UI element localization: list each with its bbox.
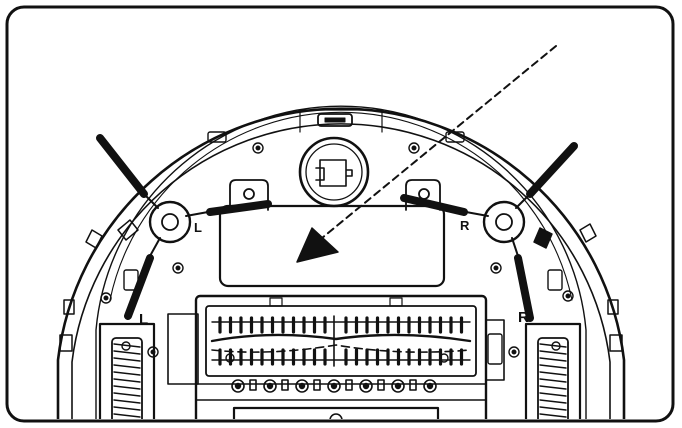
wheel-tread [113, 399, 141, 404]
robot-body-bumper-groove [95, 105, 587, 419]
boss-outer [423, 379, 437, 393]
wheel-tread [539, 392, 567, 397]
wheel-tread [113, 385, 141, 390]
wheel-tread [539, 357, 567, 362]
right-bumper-tabs [533, 223, 623, 352]
boss-inner [298, 382, 306, 390]
wheel-tread [539, 385, 567, 390]
bottom-screw-bosses [231, 379, 437, 393]
left-drive-wheel [98, 322, 156, 419]
boss-inner [394, 382, 402, 390]
boss-tab [377, 379, 385, 391]
boss-tab [409, 379, 417, 391]
boss-inner [426, 382, 434, 390]
boss-tab [345, 379, 353, 391]
wheel-tread [539, 406, 567, 411]
boss-inner [234, 382, 242, 390]
wheel-tread [113, 343, 141, 348]
wheel-tread [539, 399, 567, 404]
wheel-tread [113, 392, 141, 397]
wheel-tread [113, 378, 141, 383]
boss-inner [266, 382, 274, 390]
front-caster-wheel [298, 109, 383, 208]
boss-tab [281, 379, 289, 391]
right-arm-letter: R [518, 309, 529, 326]
wheel-tread [539, 378, 567, 383]
boss-tab [313, 379, 321, 391]
diagram-frame [5, 5, 675, 423]
boss-inner [330, 382, 338, 390]
boss-outer [359, 379, 373, 393]
boss-outer [391, 379, 405, 393]
wheel-tread [539, 364, 567, 369]
boss-outer [263, 379, 277, 393]
boss-outer [231, 379, 245, 393]
boss-outer [295, 379, 309, 393]
wheel-tread [539, 343, 567, 348]
wheel-tread [113, 371, 141, 376]
wheel-tread [539, 350, 567, 355]
left-side-brush [96, 134, 272, 320]
dust-bin-cover [218, 204, 446, 288]
direction-arrow [296, 45, 557, 263]
left-arm-letter: L [139, 311, 148, 328]
right-brush-letter: R [460, 218, 470, 233]
wheel-tread [539, 371, 567, 376]
wheel-tread [113, 364, 141, 369]
robot-body-inner-rim [71, 123, 611, 419]
wheel-tread [113, 413, 141, 418]
boss-tab [249, 379, 257, 391]
charging-contact-plate [232, 406, 440, 419]
wheel-tread [539, 413, 567, 418]
right-side-brush [400, 142, 578, 322]
wheel-tread [113, 406, 141, 411]
wheel-tread [113, 357, 141, 362]
left-bumper-tabs [59, 219, 139, 352]
wheel-tread [113, 350, 141, 355]
right-drive-wheel [524, 322, 582, 419]
left-brush-letter: L [194, 220, 202, 235]
boss-inner [362, 382, 370, 390]
boss-outer [327, 379, 341, 393]
main-roller-brush [210, 315, 472, 367]
